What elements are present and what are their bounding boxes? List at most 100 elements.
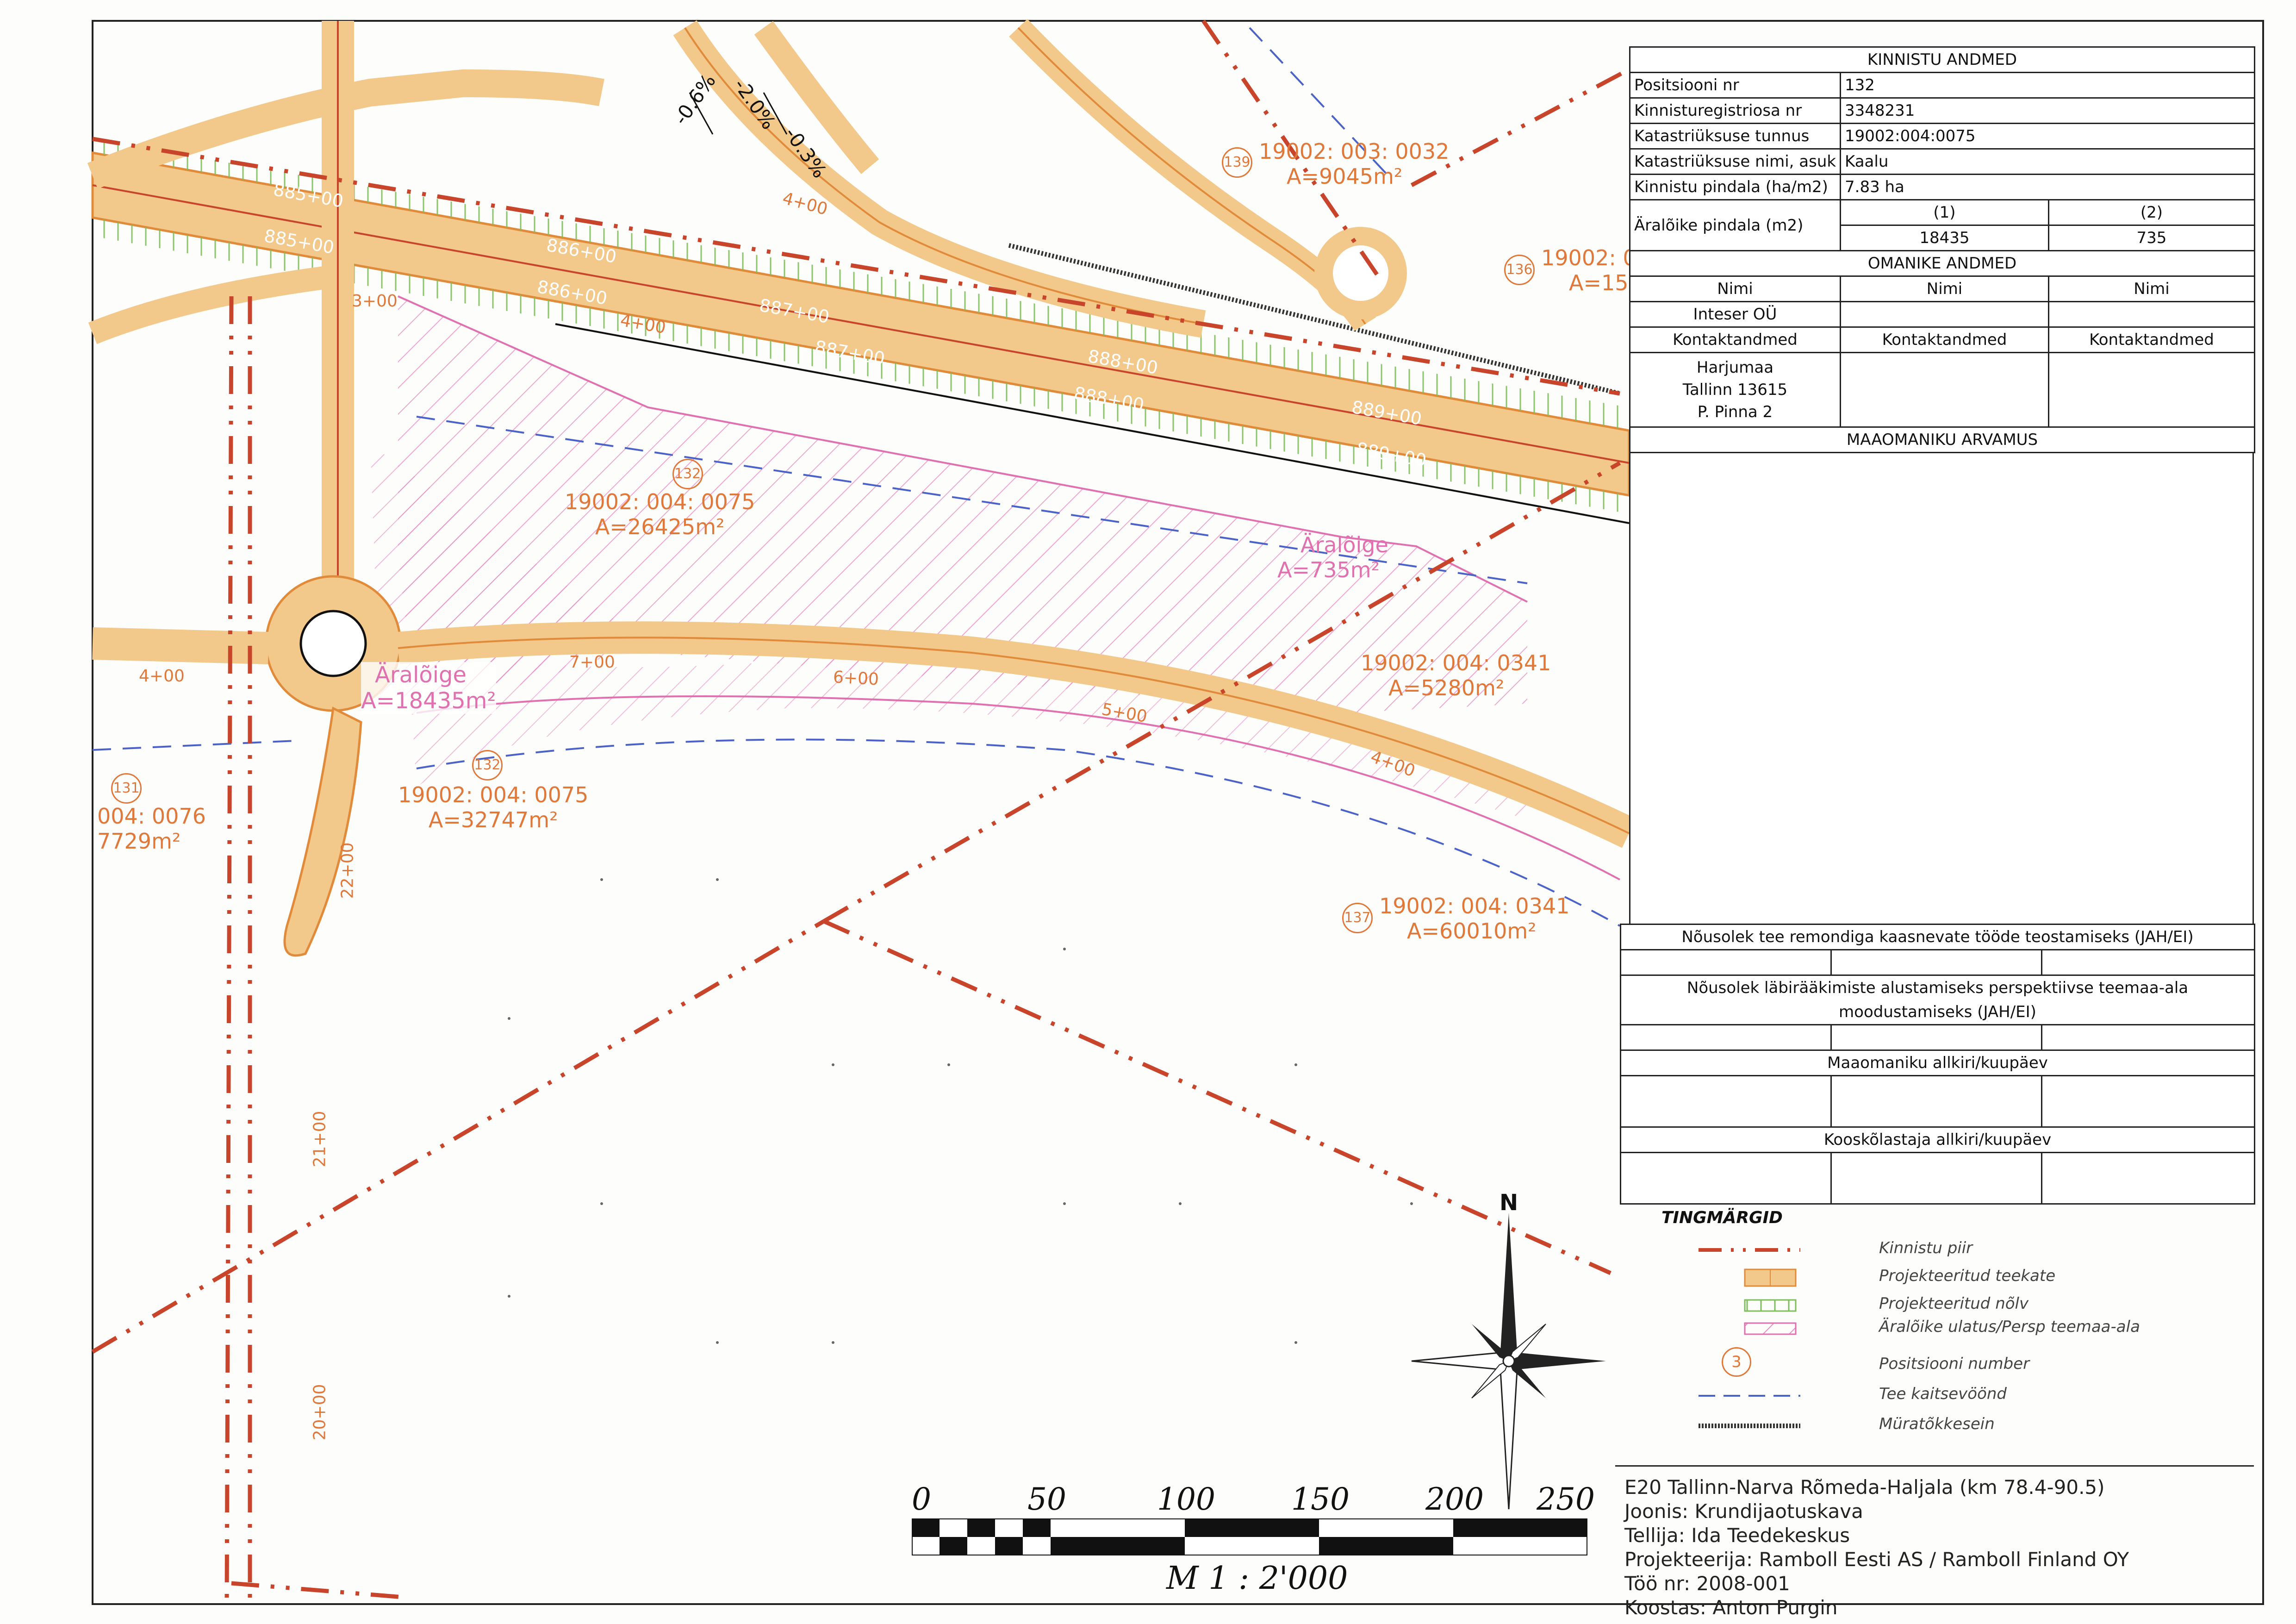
parcel-label: 137 19002: 004: 0341 A=60010m² (1342, 893, 1569, 943)
property-data-table: KINNISTU ANDMED Positsiooni nr 132 Kinni… (1629, 46, 2255, 453)
signature-cell[interactable] (1830, 1152, 2042, 1205)
scale-tick-label: 150 (1291, 1481, 1350, 1517)
north-arrow-icon (1411, 1213, 1606, 1510)
row-value: 3348231 (1840, 97, 2255, 124)
table-row: Kontaktandmed Kontaktandmed Kontaktandme… (1629, 326, 2255, 353)
protection-zone-line (416, 738, 1620, 927)
legend-label: Projekteeritud nõlv (1879, 1294, 2029, 1313)
signature-title: Kooskõlastaja allkiri/kuupäev (1619, 1126, 2256, 1153)
designer-name: Projekteerija: Ramboll Eesti AS / Rambol… (1624, 1548, 2129, 1571)
cutoff-label: Äralõige A=735m² (1277, 532, 1388, 582)
parcel-area: A=5280m² (1388, 675, 1505, 700)
answer-cell[interactable] (2041, 949, 2256, 976)
cutoff-outline (416, 695, 1620, 881)
signature-cell[interactable] (2041, 1152, 2256, 1205)
row-label: Katastriüksuse nimi, asuk (1629, 148, 1841, 175)
legend: TINGMÄRGID Kinnistu piir Projekteeritud … (1615, 1204, 2254, 1463)
position-number: 132 (472, 750, 503, 781)
position-number: 131 (111, 773, 142, 804)
property-boundaries (91, 19, 1630, 1605)
legend-label: Tee kaitsevöönd (1879, 1385, 2007, 1403)
protection-zone-line (416, 416, 1528, 584)
parcel-id: 004: 0076 (97, 804, 206, 829)
empty-cell (1840, 352, 2049, 428)
column-header: Kontaktandmed (1629, 326, 1841, 353)
parcel-id: 19002: 003: 0032 (1259, 139, 1450, 164)
address-line: Tallinn 13615 (1682, 381, 1788, 399)
signature-cell[interactable] (1620, 1152, 1832, 1205)
consent-panel: Nõusolek tee remondiga kaasnevate tööde … (1619, 924, 2256, 1205)
client-name: Tellija: Ida Teedekeskus (1624, 1524, 1850, 1547)
scale-tick-label: 0 (912, 1481, 931, 1517)
consent-title: Nõusolek tee remondiga kaasnevate tööde … (1619, 924, 2256, 950)
legend-item: 3 Positsiooni number (1661, 1347, 2240, 1377)
legend-item: Projekteeritud nõlv (1661, 1292, 2240, 1319)
parcel-label: 136 19002: 0 A=15 (1504, 245, 1636, 295)
table-row: Harjumaa Tallinn 13615 P. Pinna 2 (1629, 352, 2255, 428)
row-value: 7.83 ha (1840, 174, 2255, 200)
cutoff-name: Äralõige (375, 662, 467, 688)
legend-item: Projekteeritud teekate (1661, 1264, 2240, 1292)
cutoff-outline (398, 295, 1528, 603)
signature-cell[interactable] (1620, 1075, 1832, 1128)
column-header: Nimi (1629, 275, 1841, 302)
station-label: 22+00 (338, 842, 357, 899)
empty-cell (1840, 301, 2049, 328)
legend-item: Kinnistu piir (1661, 1236, 2240, 1264)
scale-tick-label: 100 (1157, 1481, 1215, 1517)
table-row: Kinnistu pindala (ha/m2) 7.83 ha (1629, 174, 2255, 200)
legend-item: Äralõike ulatus/Persp teemaa-ala (1661, 1315, 2240, 1343)
cutoff-area-hatch (407, 634, 1527, 819)
ramp-pavement (754, 21, 879, 175)
signature-cell[interactable] (1830, 1075, 2042, 1128)
address-line: Harjumaa (1696, 358, 1774, 377)
project-title: E20 Tallinn-Narva Rõmeda-Haljala (km 78.… (1624, 1476, 2105, 1499)
station-label: 7+00 (569, 653, 615, 672)
cutoff-area-hatch (398, 296, 1527, 713)
parcel-area: A=60010m² (1407, 918, 1537, 943)
scale-bar: 0 50 100 150 200 250 M 1 : 2'000 (898, 1481, 1601, 1611)
parcel-id: 19002: 004: 0341 (1379, 893, 1570, 918)
consent-table: Nõusolek tee remondiga kaasnevate tööde … (1619, 924, 2256, 1205)
answer-cell[interactable] (1620, 1024, 1832, 1051)
row-value: 18435 (1840, 225, 2049, 251)
opinion-box[interactable] (1629, 453, 2254, 950)
station-label: 20+00 (310, 1384, 330, 1441)
parcel-area: A=26425m² (595, 514, 725, 539)
scale-tick-label: 250 (1537, 1481, 1595, 1517)
highway-edge-line (555, 323, 1630, 524)
position-number: 137 (1342, 903, 1373, 933)
signature-cell[interactable] (2041, 1075, 2256, 1128)
row-label: Kinnisturegistriosa nr (1629, 97, 1841, 124)
parcel-id: 19002: 004: 0341 (1361, 650, 1551, 675)
answer-cell[interactable] (1830, 949, 2042, 976)
cutoff-area: A=18435m² (361, 688, 496, 714)
table-row: 18435 735 (1630, 225, 2255, 251)
answer-cell[interactable] (1620, 949, 1832, 976)
table-row: Katastriüksuse tunnus 19002:004:0075 (1629, 123, 2255, 150)
position-circle-icon: 3 (1722, 1347, 1751, 1377)
column-header: Kontaktandmed (2048, 326, 2255, 353)
answer-cell[interactable] (1830, 1024, 2042, 1051)
owner-name: Inteser OÜ (1629, 301, 1841, 328)
parcel-area: A=32747m² (428, 807, 558, 832)
empty-cell (2048, 352, 2255, 428)
job-number: Töö nr: 2008-001 (1624, 1572, 1790, 1595)
parcel-id: 19002: 0 (1541, 245, 1636, 270)
station-label: 6+00 (832, 668, 879, 689)
scale-bar-graphic (912, 1518, 1587, 1555)
row-label: Äralõike pindala (m2) (1629, 199, 1841, 251)
opinion-title: MAAOMANIKU ARVAMUS (1629, 426, 2255, 453)
column-header: Nimi (1840, 275, 2049, 302)
parcel-label: 19002: 004: 0341 A=5280m² (1361, 650, 1551, 700)
row-value: 132 (1840, 72, 2255, 99)
cutoff-name: Äralõige (1300, 532, 1388, 557)
position-number: 132 (672, 459, 703, 489)
boundary-symbol-icon (1699, 1248, 1800, 1252)
roundabout-island (299, 610, 367, 677)
answer-cell[interactable] (2041, 1024, 2256, 1051)
table-row: Nimi Nimi Nimi (1629, 275, 2255, 302)
ramp-edge (684, 27, 1204, 325)
cutoff-label: Äralõige A=18435m² (361, 662, 496, 714)
